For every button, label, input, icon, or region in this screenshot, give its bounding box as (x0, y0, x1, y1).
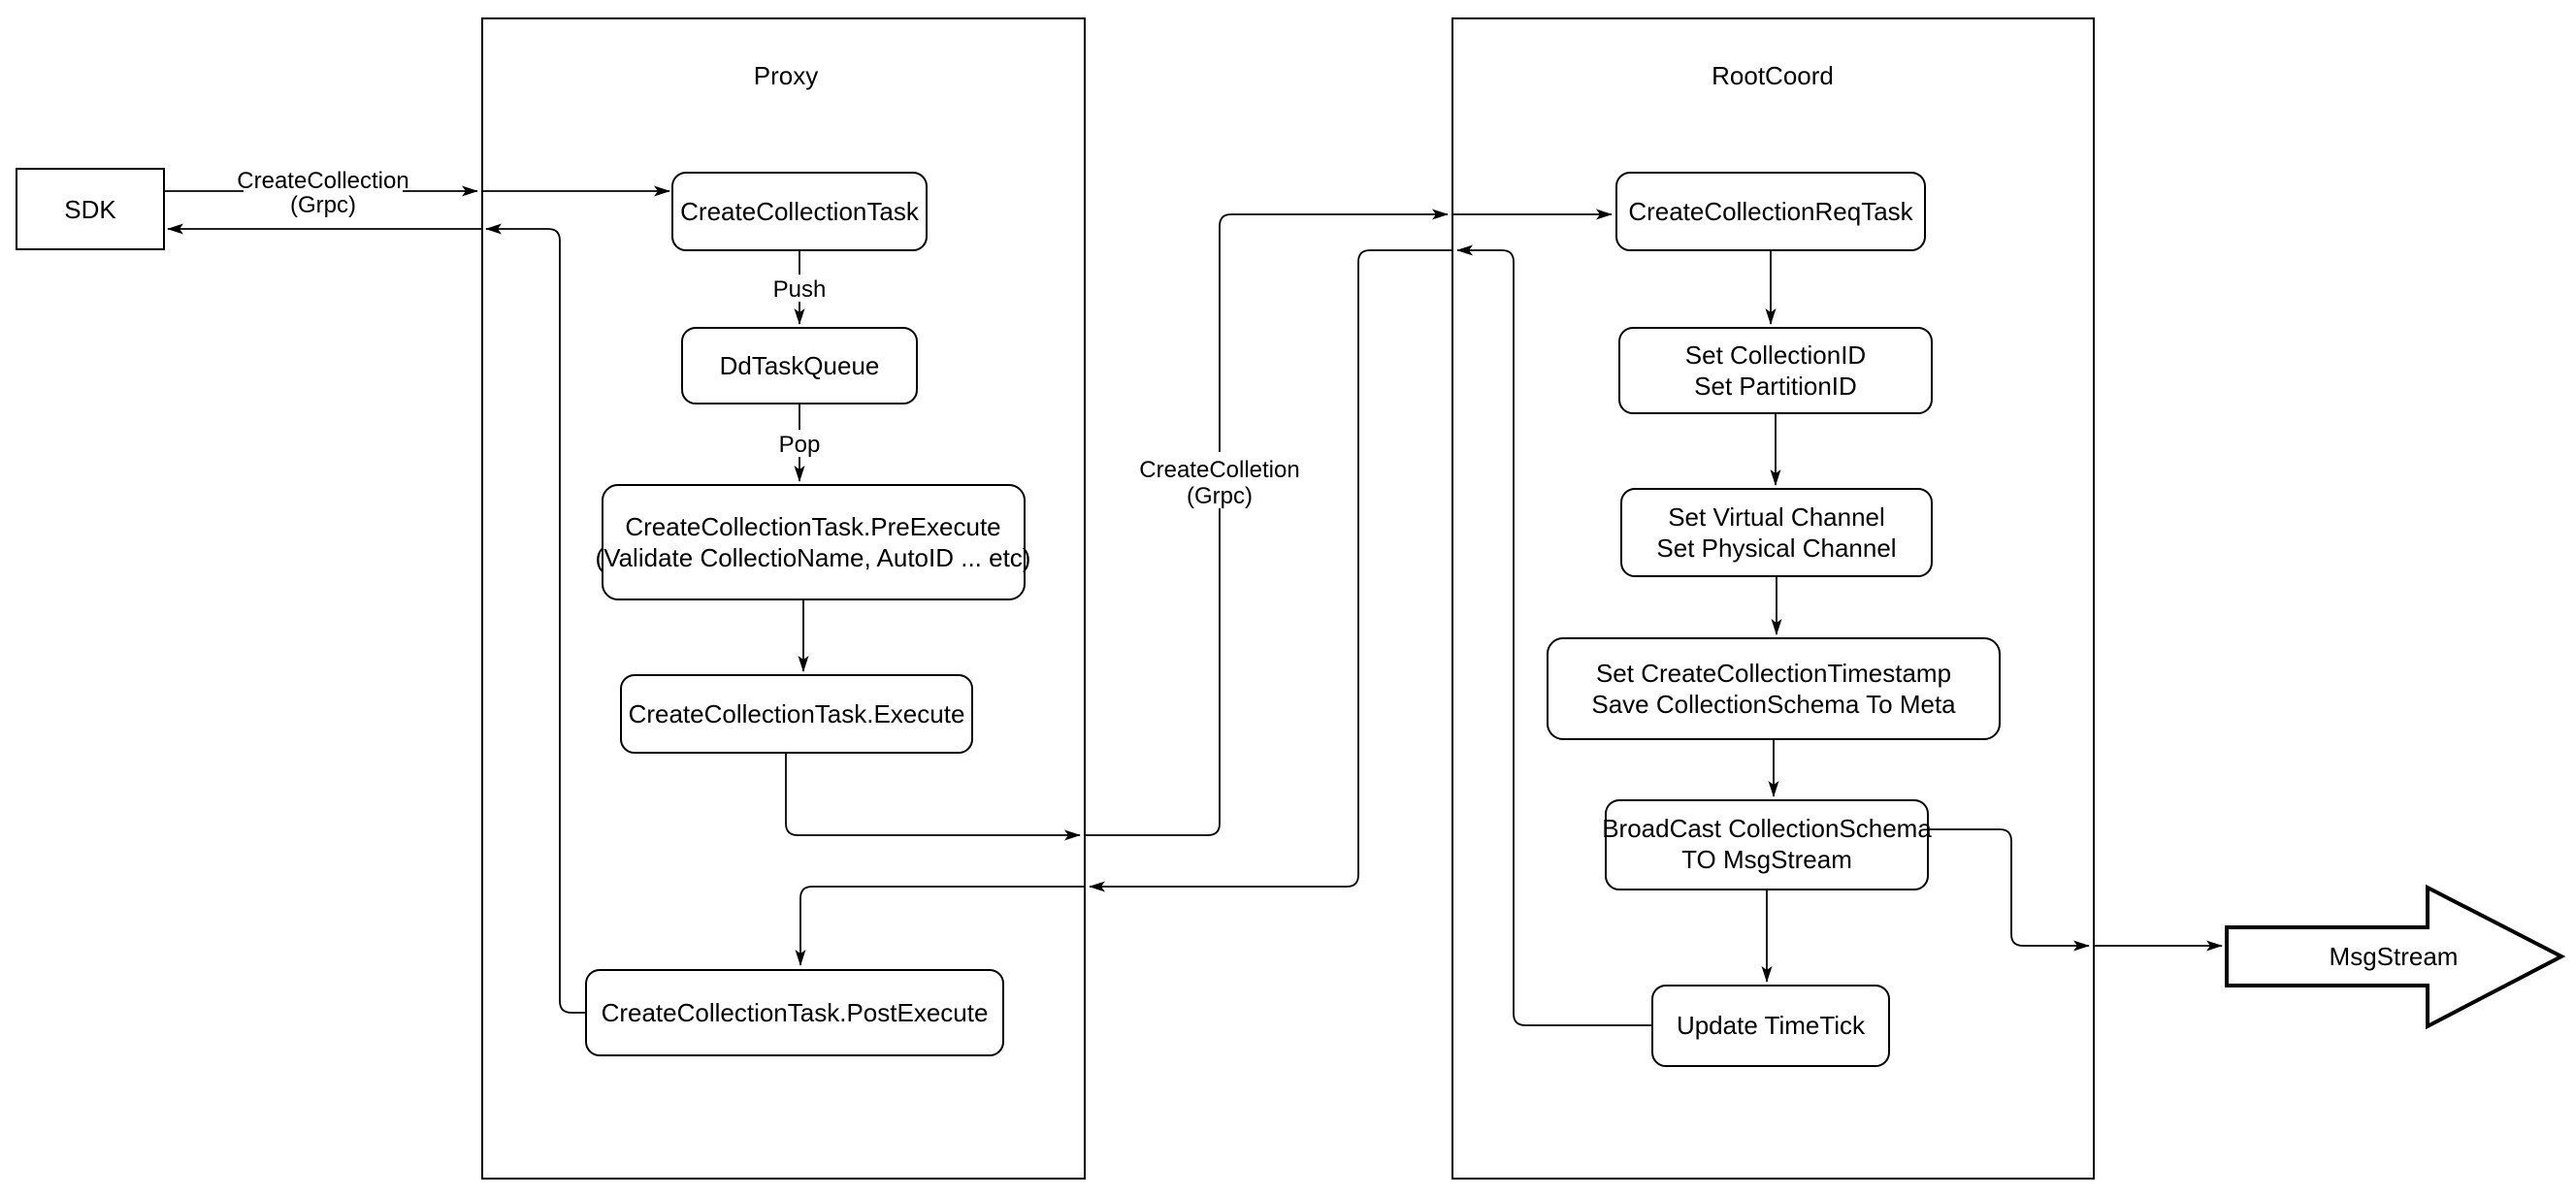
pre-execute-line1: CreateCollectionTask.PreExecute (625, 512, 1000, 541)
edge-label-bg (244, 167, 403, 217)
post-execute-label: CreateCollectionTask.PostExecute (602, 998, 989, 1027)
node-set-channels: Set Virtual Channel Set Physical Channel (1620, 488, 1933, 577)
node-post-execute: CreateCollectionTask.PostExecute (585, 969, 1004, 1056)
set-channels-rect (1620, 488, 1933, 577)
execute-label: CreateCollectionTask.Execute (629, 699, 965, 728)
set-timestamp-rect (1547, 637, 2001, 740)
node-execute: CreateCollectionTask.Execute (620, 674, 973, 754)
set-ids-rect (1618, 327, 1933, 414)
node-dd-task-queue: DdTaskQueue (681, 327, 918, 404)
rootcoord-container-title: RootCoord (1712, 61, 1834, 90)
edge-label-push-text: Push (773, 276, 827, 303)
container-rootcoord: RootCoord (1451, 17, 2095, 1180)
edge-label-pop: Pop (773, 430, 826, 458)
broadcast-line2: TO MsgStream (1681, 845, 1852, 874)
edge-label-line1: CreateCollection (237, 168, 408, 194)
node-create-collection-task: CreateCollectionTask (671, 172, 928, 251)
node-broadcast: BroadCast CollectionSchema TO MsgStream (1602, 799, 1932, 890)
edge-label-pop-text: Pop (779, 432, 821, 458)
set-ids-line2: Set PartitionID (1694, 372, 1857, 401)
node-msgstream: MsgStream (2225, 884, 2566, 1030)
edge-broadcast-to-rootcoord-border (1928, 828, 2090, 952)
edge-label-bg (773, 430, 826, 457)
proxy-container-title: Proxy (754, 61, 818, 90)
edge-label-createcolletion-grpc: CreateColletion (Grpc) (1137, 452, 1302, 509)
sdk-label: SDK (64, 195, 116, 224)
set-timestamp-line2: Save CollectionSchema To Meta (1591, 690, 1956, 719)
node-sdk: SDK (16, 168, 165, 250)
edge-rootcoord-to-proxy-return (1089, 249, 1452, 892)
rootcoord-container-rect (1451, 17, 2095, 1180)
edge-postexecute-to-proxy-border (485, 223, 586, 1014)
edge-proxy-to-rootcoord (1085, 209, 1449, 836)
edge-label-createcollection-grpc: CreateCollection (Grpc) (237, 167, 409, 218)
msgstream-block-arrow (2225, 884, 2566, 1030)
edge-label-push: Push (768, 275, 831, 303)
create-collection-task-label: CreateCollectionTask (680, 197, 920, 226)
create-collection-req-task-rect (1615, 172, 1926, 251)
node-set-ids: Set CollectionID Set PartitionID (1618, 327, 1933, 414)
post-execute-rect (585, 969, 1004, 1056)
set-ids-line1: Set CollectionID (1685, 340, 1866, 370)
update-timetick-rect (1651, 985, 1890, 1067)
edge-label-line2: (Grpc) (1187, 483, 1253, 509)
execute-rect (620, 674, 973, 754)
set-timestamp-line1: Set CreateCollectionTimestamp (1596, 659, 1951, 688)
node-pre-execute: CreateCollectionTask.PreExecute (Validat… (596, 484, 1031, 600)
broadcast-rect (1605, 799, 1929, 890)
broadcast-line1: BroadCast CollectionSchema (1602, 814, 1932, 843)
edge-label-line1: CreateColletion (1139, 457, 1299, 483)
edge-proxy-to-postexecute (795, 886, 1085, 966)
create-collection-task-rect (671, 172, 928, 251)
node-set-timestamp: Set CreateCollectionTimestamp Save Colle… (1547, 637, 2001, 740)
sdk-rect (16, 168, 165, 250)
node-update-timetick: Update TimeTick (1651, 985, 1890, 1067)
container-proxy: Proxy (481, 17, 1086, 1180)
dd-task-queue-rect (681, 327, 918, 404)
node-create-collection-req-task: CreateCollectionReqTask (1615, 172, 1926, 251)
edge-updatetimetick-to-rootcoord-border (1456, 244, 1652, 1026)
proxy-container-rect (481, 17, 1086, 1180)
edge-label-line2: (Grpc) (290, 192, 356, 218)
set-channels-line1: Set Virtual Channel (1668, 502, 1885, 532)
pre-execute-line2: (Validate CollectioName, AutoID ... etc) (596, 543, 1031, 572)
set-channels-line2: Set Physical Channel (1656, 534, 1896, 563)
edge-label-bg (1137, 452, 1302, 508)
msgstream-label: MsgStream (2330, 942, 2459, 971)
edge-execute-to-proxy-border (785, 753, 1081, 841)
pre-execute-rect (602, 484, 1026, 600)
edge-label-bg (768, 275, 831, 302)
create-collection-req-task-label: CreateCollectionReqTask (1628, 197, 1913, 226)
update-timetick-label: Update TimeTick (1677, 1011, 1866, 1040)
dd-task-queue-label: DdTaskQueue (720, 351, 880, 380)
